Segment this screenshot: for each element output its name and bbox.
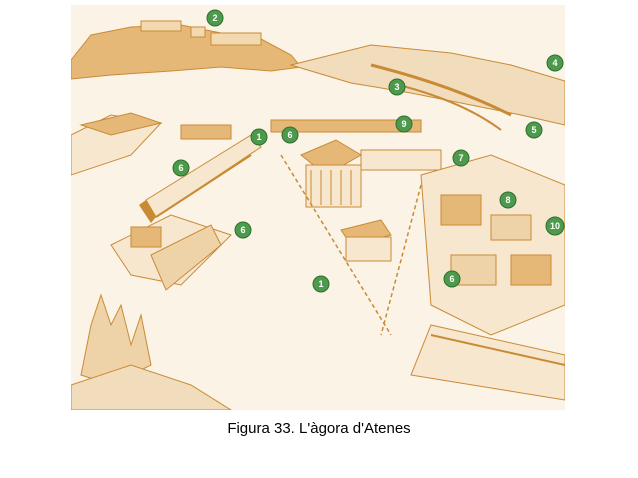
east-buildings [410, 154, 565, 401]
svg-text:3: 3 [394, 82, 399, 92]
svg-text:1: 1 [256, 132, 261, 142]
marker-3: 3 [388, 78, 406, 96]
marker-1: 1 [250, 128, 268, 146]
small-temple [340, 219, 392, 262]
svg-text:1: 1 [318, 279, 323, 289]
agora-illustration: 2 4 3 9 5 1 6 7 6 8 10 6 1 6 [71, 5, 565, 410]
svg-text:4: 4 [552, 58, 557, 68]
marker-1: 1 [312, 275, 330, 293]
marker-4: 4 [546, 54, 564, 72]
svg-text:6: 6 [240, 225, 245, 235]
svg-text:9: 9 [401, 119, 406, 129]
marker-2: 2 [206, 9, 224, 27]
central-temple [270, 119, 442, 208]
marker-6: 6 [172, 159, 190, 177]
marker-6: 6 [443, 270, 461, 288]
svg-text:5: 5 [531, 125, 536, 135]
kolonos-hill [289, 44, 565, 131]
figure-caption: Figura 33. L'àgora d'Atenes [227, 420, 411, 437]
svg-text:6: 6 [449, 274, 454, 284]
acropolis-hill [71, 20, 302, 80]
marker-6: 6 [281, 126, 299, 144]
svg-text:7: 7 [458, 153, 463, 163]
panathenaic-way [280, 154, 422, 336]
svg-text:2: 2 [212, 13, 217, 23]
marker-10: 10 [545, 216, 565, 236]
marker-9: 9 [395, 115, 413, 133]
marker-5: 5 [525, 121, 543, 139]
svg-text:10: 10 [550, 221, 560, 231]
south-buildings [110, 214, 232, 291]
middle-stoa [139, 134, 262, 223]
svg-text:6: 6 [178, 163, 183, 173]
marker-7: 7 [452, 149, 470, 167]
vegetation [71, 293, 232, 410]
marker-8: 8 [499, 191, 517, 209]
left-stoa [71, 112, 232, 176]
svg-text:6: 6 [287, 130, 292, 140]
marker-6: 6 [234, 221, 252, 239]
svg-text:8: 8 [505, 195, 510, 205]
